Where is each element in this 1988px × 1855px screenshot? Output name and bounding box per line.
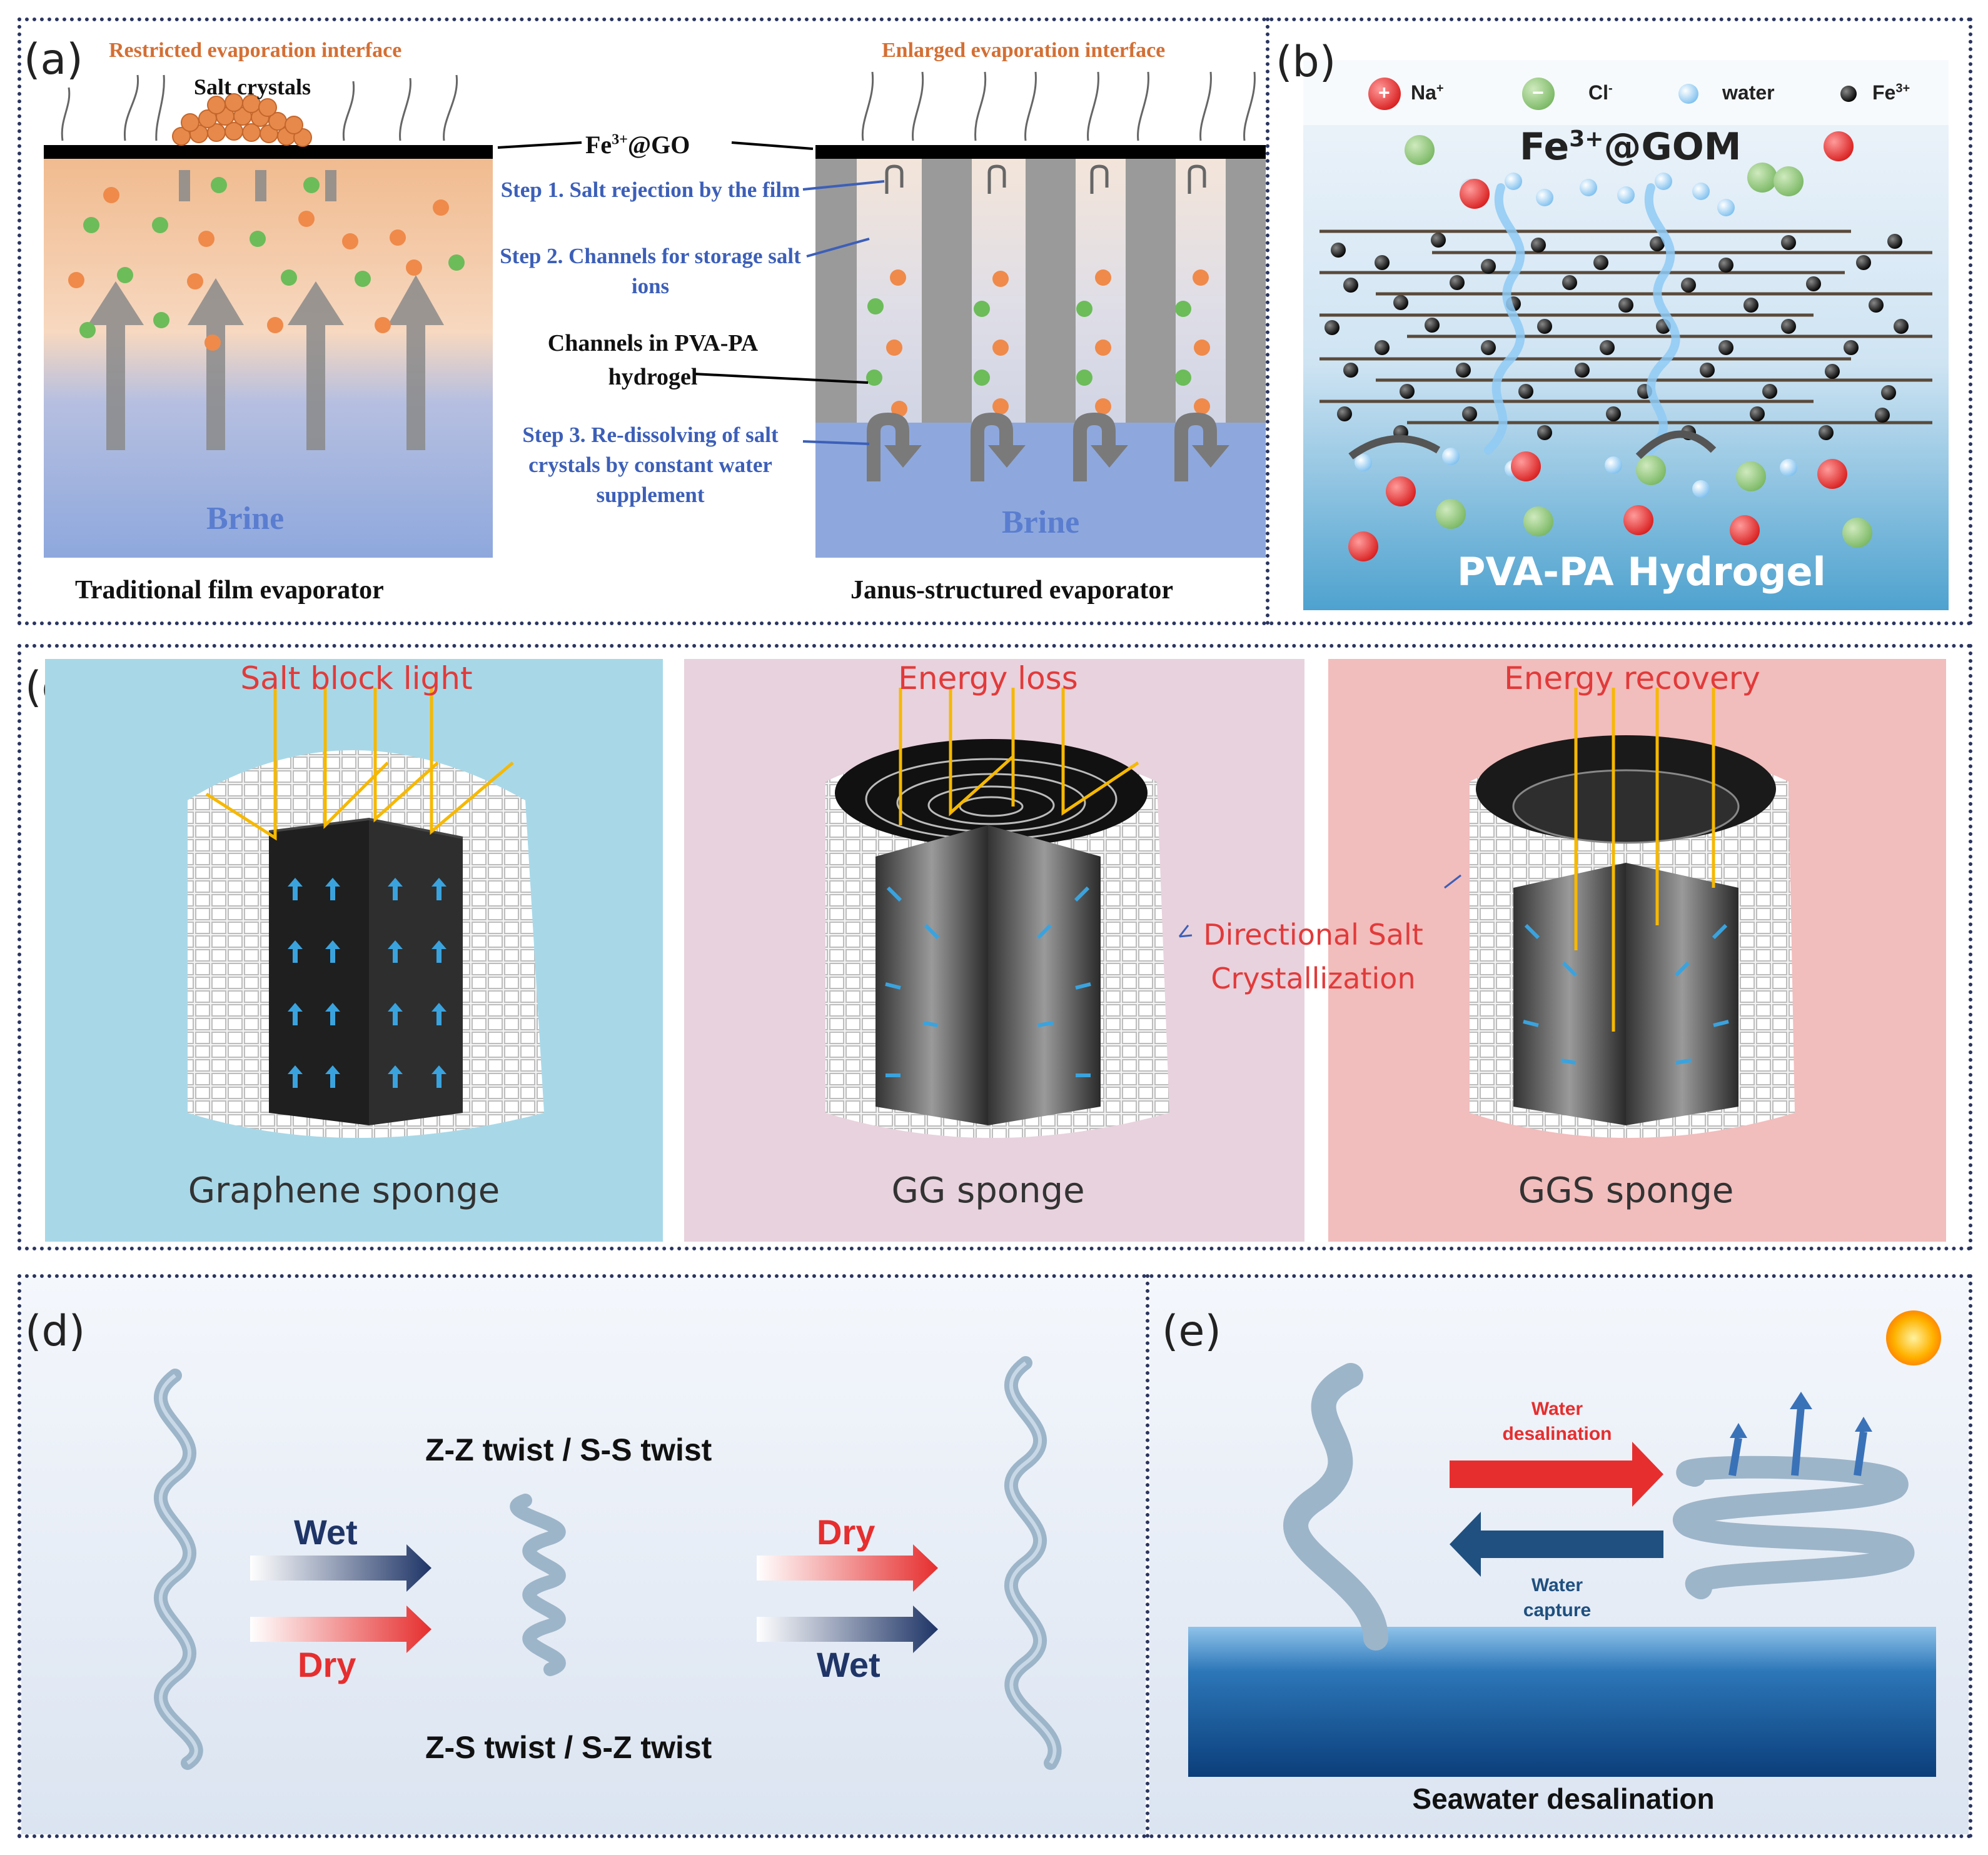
gg-sponge (825, 739, 1169, 1138)
step1-text: Step 1. Salt rejection by the film (500, 178, 800, 202)
dry-arrow-left (250, 1606, 431, 1653)
legend-item-fe: Fe3+ (1872, 81, 1910, 104)
twist-top-label: Z-Z twist / S-S twist (425, 1432, 712, 1467)
dry-label-left: Dry (298, 1645, 356, 1684)
graphene-sponge-caption: Graphene sponge (188, 1170, 500, 1211)
enlarged-interface-label: Enlarged evaporation interface (882, 39, 1166, 62)
channels-label: Channels in PVA-PA hydrogel (547, 330, 759, 390)
caption-traditional: Traditional film evaporator (75, 576, 384, 605)
legend-item-water: water (1722, 81, 1775, 104)
legend-na: + (1378, 81, 1390, 104)
restricted-interface-label: Restricted evaporation interface (109, 39, 402, 62)
salt-crystals-label: Salt crystals (194, 74, 311, 99)
wet-arrow-left (250, 1544, 431, 1592)
membrane-label: Fe3+@GOM (1520, 125, 1742, 169)
gg-sponge-caption: GG sponge (891, 1170, 1085, 1211)
panel-frame-top (18, 18, 1972, 625)
panel-a-frame (18, 18, 1269, 625)
panel-b-label: (b) (1276, 38, 1336, 87)
energy-loss-title: Energy loss (898, 660, 1078, 696)
legend-cl-symbol: − (1532, 81, 1544, 104)
directional-salt-annotation: Directional Salt Crystallization (1203, 918, 1423, 995)
panel-c-frame (18, 644, 1972, 1250)
desalination-arrow (1450, 1442, 1663, 1507)
wet-arrow-right (757, 1606, 938, 1653)
wet-label-left: Wet (294, 1512, 358, 1552)
salt-block-light-title: Salt block light (240, 660, 473, 696)
energy-recovery-title: Energy recovery (1504, 660, 1760, 696)
panel-d-e-divider (1146, 1274, 1149, 1838)
legend-item-cl: Cl- (1588, 81, 1613, 104)
dry-arrow-right (757, 1544, 938, 1592)
panel-de-frame (18, 1274, 1972, 1838)
brine-left-label: Brine (206, 501, 285, 536)
twist-bottom-label: Z-S twist / S-Z twist (425, 1730, 712, 1765)
caption-janus: Janus-structured evaporator (850, 576, 1174, 605)
panel-a-label: (a) (24, 35, 83, 84)
dry-label-right: Dry (817, 1512, 875, 1552)
step3-text: Step 3. Re-dissolving of salt crystals b… (522, 423, 779, 507)
brine-right-label: Brine (1002, 505, 1080, 540)
step2-text: Step 2. Channels for storage salt ions (500, 244, 801, 298)
legend-item-na: Na+ (1411, 81, 1444, 104)
film-label: Fe3+@GO (585, 131, 690, 159)
panel-d-label: (d) (25, 1307, 86, 1356)
capture-arrow (1450, 1512, 1663, 1577)
hydrogel-label: PVA-PA Hydrogel (1457, 549, 1826, 595)
seawater-caption: Seawater desalination (1412, 1782, 1715, 1815)
panel-e-label: (e) (1162, 1307, 1221, 1356)
wet-label-right: Wet (817, 1645, 880, 1684)
ggs-sponge-caption: GGS sponge (1518, 1170, 1734, 1211)
